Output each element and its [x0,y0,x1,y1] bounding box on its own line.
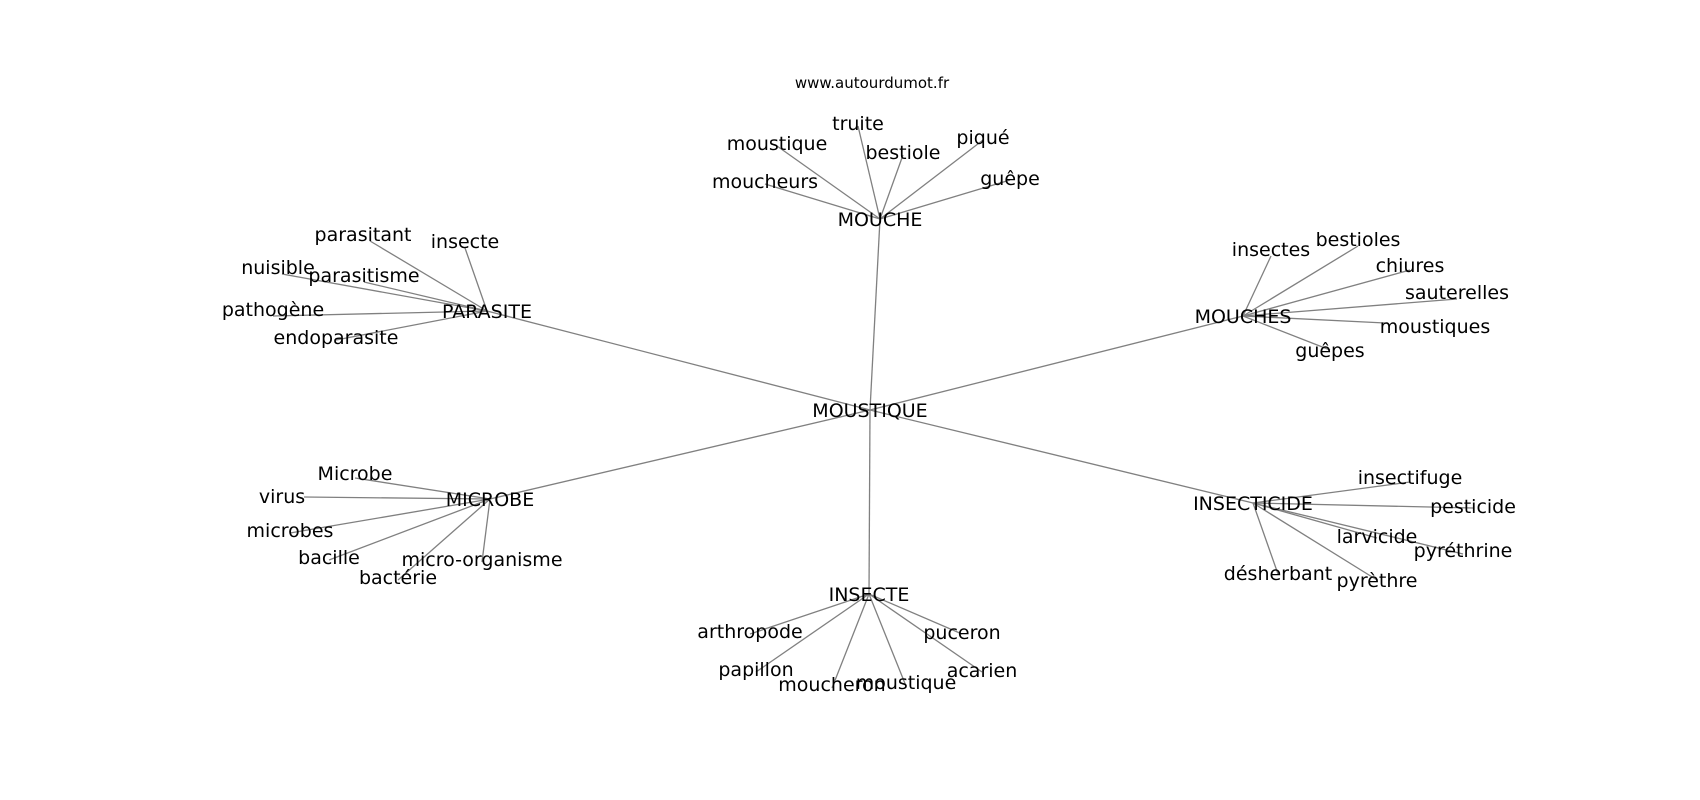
hub-node-mouche[interactable]: MOUCHE [838,209,923,231]
edge-insecticide-1 [1252,502,1474,509]
leaf-node[interactable]: chiures [1376,255,1445,277]
edge-mouches-3 [1242,298,1458,317]
edge-insecte-4 [831,593,870,689]
leaf-node[interactable]: pyrèthre [1337,570,1418,592]
edge-parasite-4 [272,310,488,317]
hub-node-mouches[interactable]: MOUCHES [1195,306,1292,328]
edge-mouches-0 [1242,255,1272,317]
leaf-node[interactable]: pyréthrine [1414,540,1513,562]
leaf-node[interactable]: désherbant [1224,563,1332,585]
edge-insecticide-3 [1252,502,1464,555]
leaf-node[interactable]: sauterelles [1405,282,1509,304]
edge-insecte-5 [868,593,907,687]
leaf-node[interactable]: micro-organisme [401,549,562,571]
edge-parasite-1 [464,247,488,312]
leaf-node[interactable]: nuisible [241,257,315,279]
hub-node-insecticide[interactable]: INSECTICIDE [1193,493,1313,515]
leaf-node[interactable]: moucheurs [712,171,818,193]
leaf-node[interactable]: endoparasite [274,327,399,349]
edge-insecte-1 [868,593,963,635]
edge-microbe-1 [303,496,491,500]
leaf-node[interactable]: moustique [856,672,957,694]
leaf-node[interactable]: larvicide [1337,526,1418,548]
leaf-node[interactable]: parasitant [315,224,412,246]
leaf-node[interactable]: piqué [956,127,1009,149]
edge-microbe-2 [289,498,491,534]
leaf-node[interactable]: Microbe [318,463,393,485]
leaf-node[interactable]: insectes [1232,239,1310,261]
leaf-node[interactable]: arthropode [697,621,802,643]
leaf-node[interactable]: guêpes [1295,340,1364,362]
edge-microbe-4 [481,498,491,563]
leaf-node[interactable]: insecte [431,231,500,253]
edge-mouches-5 [1242,315,1331,351]
leaf-node[interactable]: pesticide [1430,496,1516,518]
hub-node-microbe[interactable]: MICROBE [446,489,534,511]
edge-microbe-0 [354,477,491,500]
edge-mouche-0 [857,125,881,220]
edge-microbe-3 [328,498,491,561]
edge-insecticide-5 [1252,502,1378,581]
leaf-node[interactable]: truite [832,113,884,135]
edge-center-mouches [869,315,1244,411]
edge-insecte-2 [755,593,870,673]
edge-center-microbe [489,409,871,500]
center-node[interactable]: MOUSTIQUE [812,400,927,422]
leaf-node[interactable]: moucheron [778,674,885,696]
edge-insecticide-0 [1252,481,1411,504]
edge-mouche-5 [879,179,1011,220]
leaf-node[interactable]: parasitisme [308,265,419,287]
edge-mouches-1 [1242,245,1359,317]
edge-insecte-0 [749,593,870,635]
edge-center-parasite [486,310,871,411]
edge-center-mouche [869,218,881,411]
hub-node-insecte[interactable]: INSECTE [829,584,910,606]
leaf-node[interactable]: bestiole [866,142,941,164]
edge-mouches-2 [1242,269,1411,317]
leaf-node[interactable]: papillon [718,659,793,681]
edge-mouche-2 [879,154,904,220]
leaf-node[interactable]: puceron [923,622,1000,644]
leaf-node[interactable]: microbes [247,520,334,542]
edge-insecticide-2 [1252,502,1378,539]
edge-parasite-3 [363,281,488,312]
leaf-node[interactable]: bacille [298,547,360,569]
edge-parasite-2 [281,273,488,312]
hub-node-parasite[interactable]: PARASITE [442,301,532,323]
edge-mouche-4 [764,183,881,220]
site-url: www.autourdumot.fr [795,74,950,92]
leaf-node[interactable]: bestioles [1316,229,1401,251]
edge-mouche-3 [879,139,984,220]
edge-insecte-3 [868,593,983,673]
edges-layer [272,125,1474,689]
leaf-node[interactable]: insectifuge [1358,467,1463,489]
leaf-node[interactable]: moustique [727,133,828,155]
edge-mouches-4 [1242,315,1386,324]
edge-parasite-0 [369,240,488,312]
edge-center-insecte [868,409,871,595]
leaf-node[interactable]: virus [259,486,305,508]
leaf-node[interactable]: guêpe [980,168,1040,190]
leaf-node[interactable]: acarien [947,660,1018,682]
edge-parasite-5 [335,310,488,341]
edge-mouche-1 [776,145,881,220]
leaf-node[interactable]: moustiques [1380,316,1491,338]
edge-microbe-5 [397,498,491,581]
leaf-node[interactable]: pathogène [222,299,324,321]
edge-insecticide-4 [1252,502,1279,575]
leaf-node[interactable]: bactérie [359,567,437,589]
edge-center-insecticide [869,409,1254,504]
